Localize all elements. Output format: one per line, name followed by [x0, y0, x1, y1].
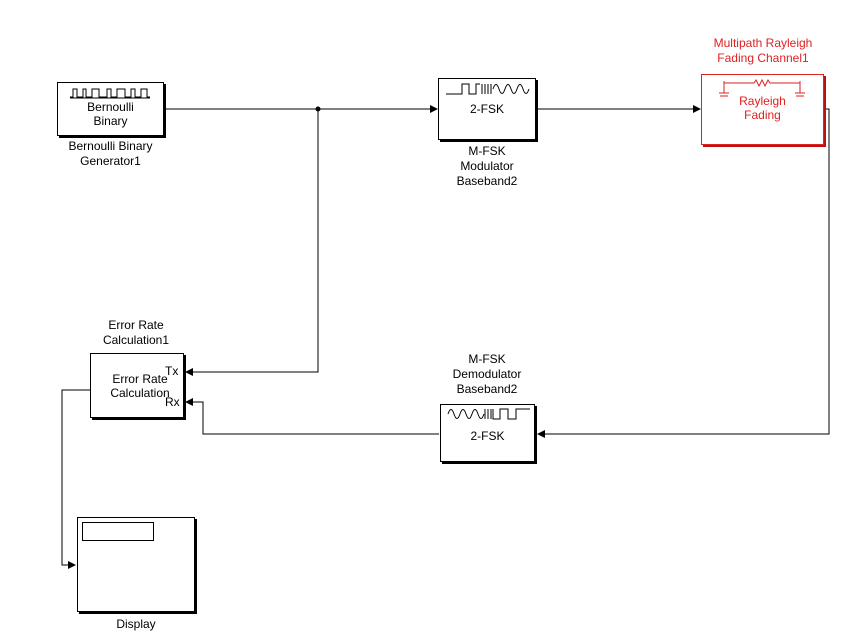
bernoulli-block-name[interactable]: Bernoulli Binary Generator1 [68, 139, 153, 168]
error-rate-icon-text: Error Rate Calculation [110, 372, 170, 400]
fsk-waveform-icon [447, 408, 530, 420]
port-rx: Rx [165, 395, 180, 409]
channel-block-name[interactable]: Multipath Rayleigh Fading Channel1 [713, 36, 813, 65]
fsk-waveform-icon [446, 83, 530, 95]
demodulator-icon-text: 2-FSK [470, 429, 505, 443]
pulse-train-icon [70, 88, 150, 99]
port-tx: Tx [165, 364, 179, 378]
display-block[interactable] [77, 517, 195, 612]
line-channel-to-demodulator [537, 108, 830, 438]
line-error-to-display [61, 389, 90, 569]
bernoulli-icon-text: Bernoulli Binary [87, 100, 134, 128]
rayleigh-channel-block[interactable]: Rayleigh Fading [701, 74, 824, 145]
modulator-block-name[interactable]: M-FSK Modulator Baseband2 [456, 144, 518, 188]
multipath-channel-icon [719, 78, 805, 97]
channel-icon-text: Rayleigh Fading [739, 94, 786, 122]
line-branch-to-tx [185, 109, 319, 376]
display-screen [82, 522, 154, 541]
demodulator-block-name[interactable]: M-FSK Demodulator Baseband2 [452, 352, 522, 396]
bernoulli-binary-block[interactable]: Bernoulli Binary [57, 82, 164, 136]
line-demodulator-to-rx [185, 398, 439, 435]
display-block-name[interactable]: Display [116, 617, 156, 631]
mfsk-demodulator-block[interactable]: 2-FSK [440, 404, 535, 462]
modulator-icon-text: 2-FSK [469, 102, 504, 116]
mfsk-modulator-block[interactable]: 2-FSK [438, 78, 536, 140]
error-rate-block-name[interactable]: Error Rate Calculation1 [102, 318, 170, 347]
branch-point [315, 106, 321, 112]
error-rate-block[interactable]: Error Rate Calculation Tx Rx [90, 353, 184, 418]
